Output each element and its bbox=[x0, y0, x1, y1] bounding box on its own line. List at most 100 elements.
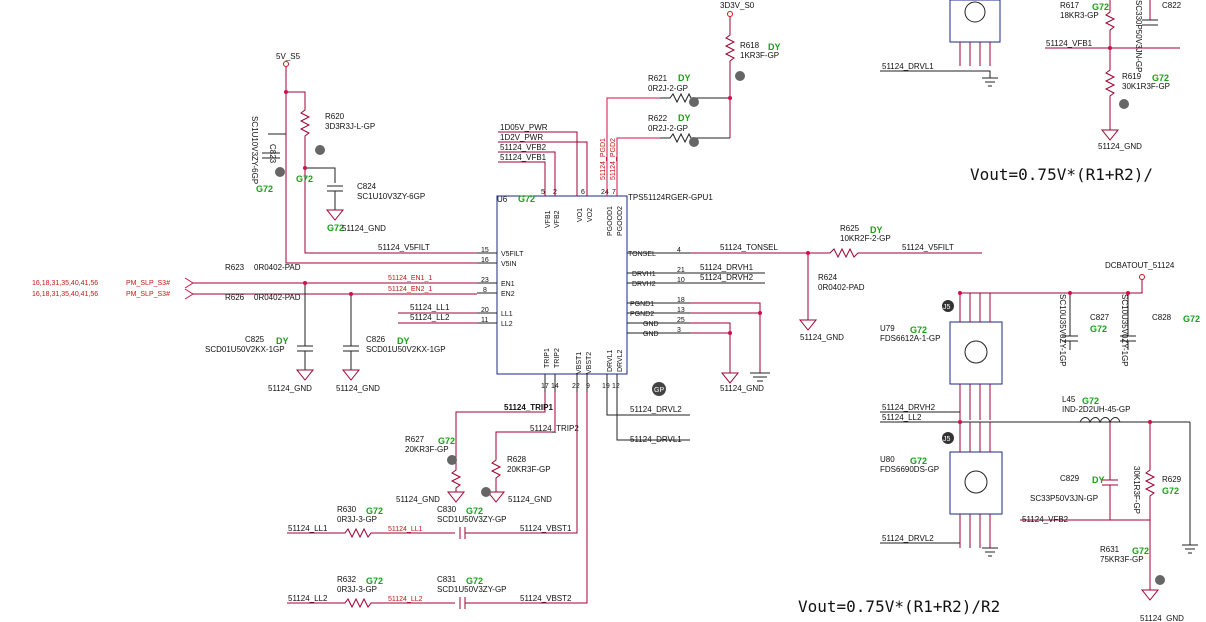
pinnum-16: 16 bbox=[481, 257, 489, 264]
pin-pgood2: PGOOD2 bbox=[617, 206, 624, 236]
pin-vo1: VO1 bbox=[577, 208, 584, 222]
gnd-c826 bbox=[341, 369, 361, 381]
r619-ref: R619 bbox=[1122, 72, 1142, 81]
r618-val: 1KR3F-GP bbox=[740, 51, 779, 60]
c823-symbol bbox=[262, 133, 286, 159]
dy-marker-r618 bbox=[735, 71, 745, 81]
pin-v5filt: V5FILT bbox=[501, 251, 524, 258]
j5-marker-b bbox=[942, 432, 954, 444]
pin-en1: EN1 bbox=[501, 281, 515, 288]
gnd-pgnd2 bbox=[750, 372, 770, 382]
net-pgd1: 51124_PGD1 bbox=[600, 138, 607, 180]
pin-vbst2: VBST2 bbox=[586, 352, 593, 374]
u79-symbol bbox=[964, 340, 988, 364]
net-1d05v-pwr: 1D05V_PWR bbox=[500, 123, 548, 132]
r621-tag: DY bbox=[678, 73, 691, 83]
c824-gnd: 51124_GND bbox=[342, 224, 386, 233]
gnd-r631 bbox=[1140, 589, 1160, 601]
power-port-5v bbox=[283, 61, 289, 67]
pin-ll2: LL2 bbox=[501, 321, 513, 328]
net-ll2-right: 51124_LL2 bbox=[882, 413, 922, 422]
pin-pgood1: PGOOD1 bbox=[607, 206, 614, 236]
c824-symbol bbox=[305, 167, 343, 210]
c822-val: SC330P50V3JN-GP bbox=[1134, 0, 1143, 72]
gp-marker bbox=[652, 382, 666, 396]
gnd-trip1 bbox=[446, 491, 466, 503]
r631-tag: G72 bbox=[1132, 546, 1149, 556]
pin-gnd-a: GND bbox=[643, 321, 659, 328]
j5-marker-a bbox=[942, 300, 954, 312]
c828-val: SC10U35V0ZY-1GP bbox=[1120, 294, 1129, 367]
net-drvh1: 51124_DRVH1 bbox=[700, 263, 754, 272]
c823-ref: C823 bbox=[268, 144, 277, 164]
c827-symbol bbox=[1062, 293, 1078, 350]
dy-marker-r620 bbox=[315, 145, 325, 155]
marker-r619 bbox=[1119, 99, 1129, 109]
gnd-u80 bbox=[982, 547, 998, 557]
r617-tag: G72 bbox=[1092, 2, 1109, 12]
r624-gnd: 51124_GND bbox=[800, 333, 844, 342]
pm-slp-arrows bbox=[184, 277, 194, 300]
net-5v-s5: 5V_S5 bbox=[276, 52, 301, 61]
net-ll1: 51124_LL1 bbox=[410, 303, 450, 312]
ll-wires bbox=[398, 312, 477, 324]
pinnum-12: 12 bbox=[612, 383, 620, 390]
r629-wire bbox=[1144, 422, 1156, 590]
pin-v5in: V5IN bbox=[501, 261, 517, 268]
trip2-wire bbox=[490, 392, 556, 492]
r620-wire bbox=[286, 91, 477, 254]
net-drvl2-right: 51124_DRVL2 bbox=[882, 534, 934, 543]
pinnum-18: 18 bbox=[677, 297, 685, 304]
r623-val: 0R0402-PAD bbox=[254, 263, 301, 272]
pin-pgnd1: PGND1 bbox=[630, 301, 654, 308]
formula-bottom: Vout=0.75V*(R1+R2)/R2 bbox=[798, 597, 1000, 616]
net-en2: 51124_EN2_1 bbox=[388, 286, 432, 293]
pin-vbst1: VBST1 bbox=[576, 352, 583, 374]
net-vfb2-in: 51124_VFB2 bbox=[500, 143, 547, 152]
net-ll2: 51124_LL2 bbox=[410, 313, 450, 322]
pinnum-11: 11 bbox=[481, 317, 488, 324]
r621-ref: R621 bbox=[648, 74, 668, 83]
r632-tag: G72 bbox=[366, 576, 383, 586]
c822-ref: C822 bbox=[1162, 1, 1182, 10]
en-wires bbox=[193, 282, 477, 295]
r627-tag: G72 bbox=[438, 436, 455, 446]
c830-ref: C830 bbox=[437, 505, 457, 514]
drvh2-ll2-wires bbox=[880, 411, 1190, 423]
ic-u6-tag: G72 bbox=[518, 194, 535, 204]
r617-wire bbox=[1045, 0, 1180, 49]
c826-tag: DY bbox=[397, 336, 410, 346]
c824-ref: C824 bbox=[357, 182, 377, 191]
c824-tag: G72 bbox=[327, 223, 344, 233]
r625-tag: DY bbox=[870, 225, 883, 235]
net-ll1-bottom: 51124_LL1 bbox=[288, 524, 328, 533]
c829-ref: C829 bbox=[1060, 474, 1080, 483]
net-vfb1-right: 51124_VFB1 bbox=[1046, 39, 1093, 48]
vbst2-wire bbox=[287, 392, 588, 609]
c823-tag: G72 bbox=[256, 184, 273, 194]
net-ll2-bottom: 51124_LL2 bbox=[288, 594, 328, 603]
marker-r631 bbox=[1155, 575, 1165, 585]
net-pgd2: 51124_PGD2 bbox=[610, 138, 617, 180]
pinnum-20: 20 bbox=[481, 307, 489, 314]
ic-top-pins: VFB1 VFB2 VO1 VO2 PGOOD1 PGOOD2 5 2 6 24… bbox=[541, 189, 624, 236]
r622-ref: R622 bbox=[648, 114, 668, 123]
c827-val: SC10U35V0ZY-1GP bbox=[1058, 294, 1067, 367]
pinnum-4: 4 bbox=[677, 247, 681, 254]
pinnum-3: 3 bbox=[677, 327, 681, 334]
top-fet-body bbox=[949, 0, 1001, 43]
l45-tag: G72 bbox=[1082, 396, 1099, 406]
c830-val: SCD1U50V3ZY-GP bbox=[437, 515, 507, 524]
ic-u6-body bbox=[496, 195, 628, 375]
u79-tag: G72 bbox=[910, 325, 927, 335]
pin-vfb2: VFB2 bbox=[554, 210, 561, 228]
pinnum-8: 8 bbox=[483, 287, 487, 294]
pinnum-22: 22 bbox=[572, 383, 580, 390]
net-drvl1: 51124_DRVL1 bbox=[630, 435, 682, 444]
net-drvh2: 51124_DRVH2 bbox=[700, 273, 754, 282]
c826-val: SCD01U50V2KX-1GP bbox=[366, 345, 446, 354]
pinnum-23: 23 bbox=[481, 277, 489, 284]
r623-ref: R623 bbox=[225, 263, 245, 272]
dcbatout-wire bbox=[960, 280, 1143, 294]
drvl1-right-wire bbox=[880, 70, 991, 78]
